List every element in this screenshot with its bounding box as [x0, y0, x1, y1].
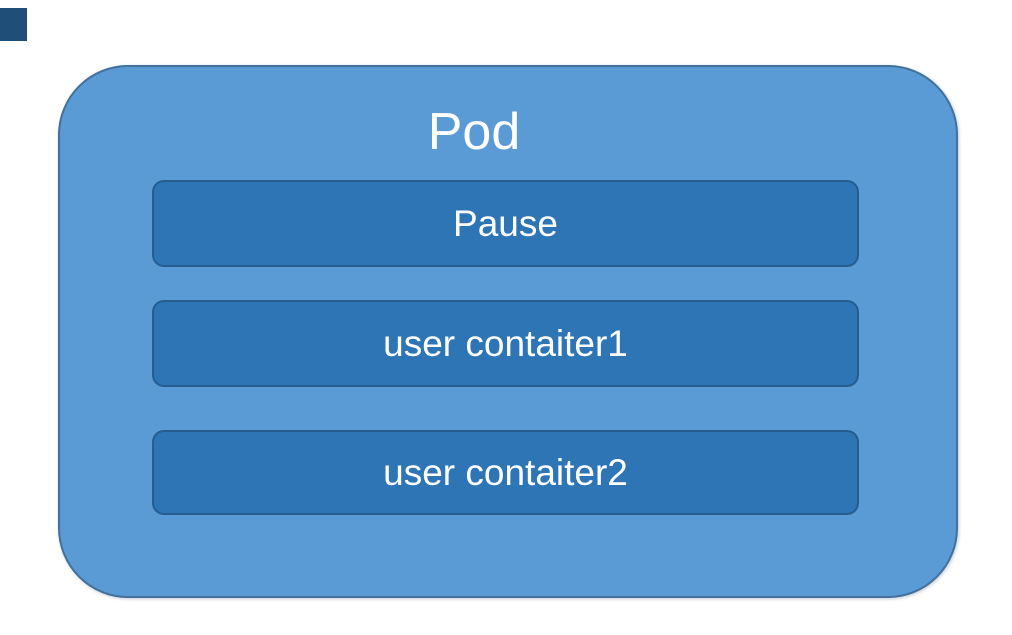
- pod-box: Pod Pause user contaiter1 user contaiter…: [58, 65, 958, 598]
- container-bar-pause: Pause: [152, 180, 859, 267]
- container-bar-user2: user contaiter2: [152, 430, 859, 515]
- pod-title: Pod: [427, 103, 521, 161]
- corner-marker: [0, 8, 27, 41]
- container-bar-user1: user contaiter1: [152, 300, 859, 387]
